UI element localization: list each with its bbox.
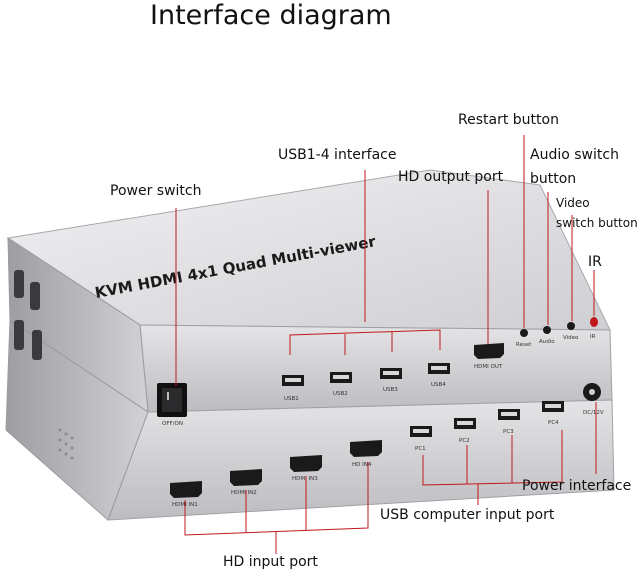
power-switch[interactable] — [157, 383, 187, 417]
port-hdmi-in2[interactable] — [230, 469, 262, 486]
port-label-pc1: PC1 — [415, 446, 426, 452]
callout-hd-input-port: HD input port — [223, 554, 318, 570]
port-usb3[interactable] — [380, 368, 402, 379]
port-label-ir: IR — [590, 334, 596, 340]
port-pc3[interactable] — [498, 409, 520, 420]
port-label-audio: Audio — [539, 339, 555, 345]
lower-left-side — [5, 319, 149, 521]
port-label-usb4: USB4 — [431, 382, 446, 388]
port-label-usb2: USB2 — [333, 391, 348, 397]
port-dc12v[interactable] — [583, 383, 601, 401]
callout-usb-computer-input-port: USB computer input port — [380, 507, 555, 523]
ir-receiver — [590, 317, 598, 327]
port-pc2[interactable] — [454, 418, 476, 429]
reset-button[interactable] — [520, 329, 528, 337]
port-hdmi-in4[interactable] — [350, 440, 382, 457]
callout-audio-switch-line2: button — [530, 171, 577, 187]
callout-ir: IR — [588, 254, 602, 270]
vent-holes — [58, 428, 74, 460]
callout-power-interface: Power interface — [522, 478, 632, 494]
port-usb1[interactable] — [282, 375, 304, 386]
vent-grille-upper — [14, 270, 40, 310]
video-switch-button[interactable] — [567, 322, 575, 330]
port-hdmi-in3[interactable] — [290, 455, 322, 472]
port-usb2[interactable] — [330, 372, 352, 383]
callout-power-switch: Power switch — [110, 183, 202, 199]
port-usb4[interactable] — [428, 363, 450, 374]
port-hdmi-out[interactable] — [474, 343, 504, 359]
port-label-video: Video — [563, 335, 579, 341]
port-label-usb1: USB1 — [284, 396, 299, 402]
diagram-title: Interface diagram — [150, 0, 392, 31]
port-label-pc3: PC3 — [503, 429, 514, 435]
audio-switch-button[interactable] — [543, 326, 551, 334]
leader-lines — [175, 135, 597, 554]
port-label-usb3: USB3 — [383, 387, 398, 393]
port-label-hdmi-in2: HDMI IN2 — [231, 490, 257, 496]
callout-audio-switch-line1: Audio switch — [530, 147, 619, 163]
port-label-hdmi-in4: HD IN4 — [352, 462, 372, 468]
port-label-dc12v: DC/12V — [583, 410, 604, 416]
port-label-reset: Reset — [516, 342, 532, 348]
callout-hd-output-port: HD output port — [398, 169, 504, 185]
port-label-hdmi-out: HDMI OUT — [474, 364, 503, 370]
port-pc4[interactable] — [542, 401, 564, 412]
vent-grille-lower — [14, 320, 42, 360]
callout-video-switch-line1: Video — [556, 196, 590, 210]
port-label-hdmi-in3: HDMI IN3 — [292, 476, 318, 482]
port-label-pc2: PC2 — [459, 438, 470, 444]
port-pc1[interactable] — [410, 426, 432, 437]
callout-usb1-4-interface: USB1-4 interface — [278, 147, 397, 163]
callout-video-switch-line2: switch button — [556, 216, 638, 230]
switch-label: OFF/ON — [162, 421, 183, 427]
callout-restart-button: Restart button — [458, 112, 559, 128]
port-hdmi-in1[interactable] — [170, 481, 202, 498]
port-label-pc4: PC4 — [548, 420, 559, 426]
